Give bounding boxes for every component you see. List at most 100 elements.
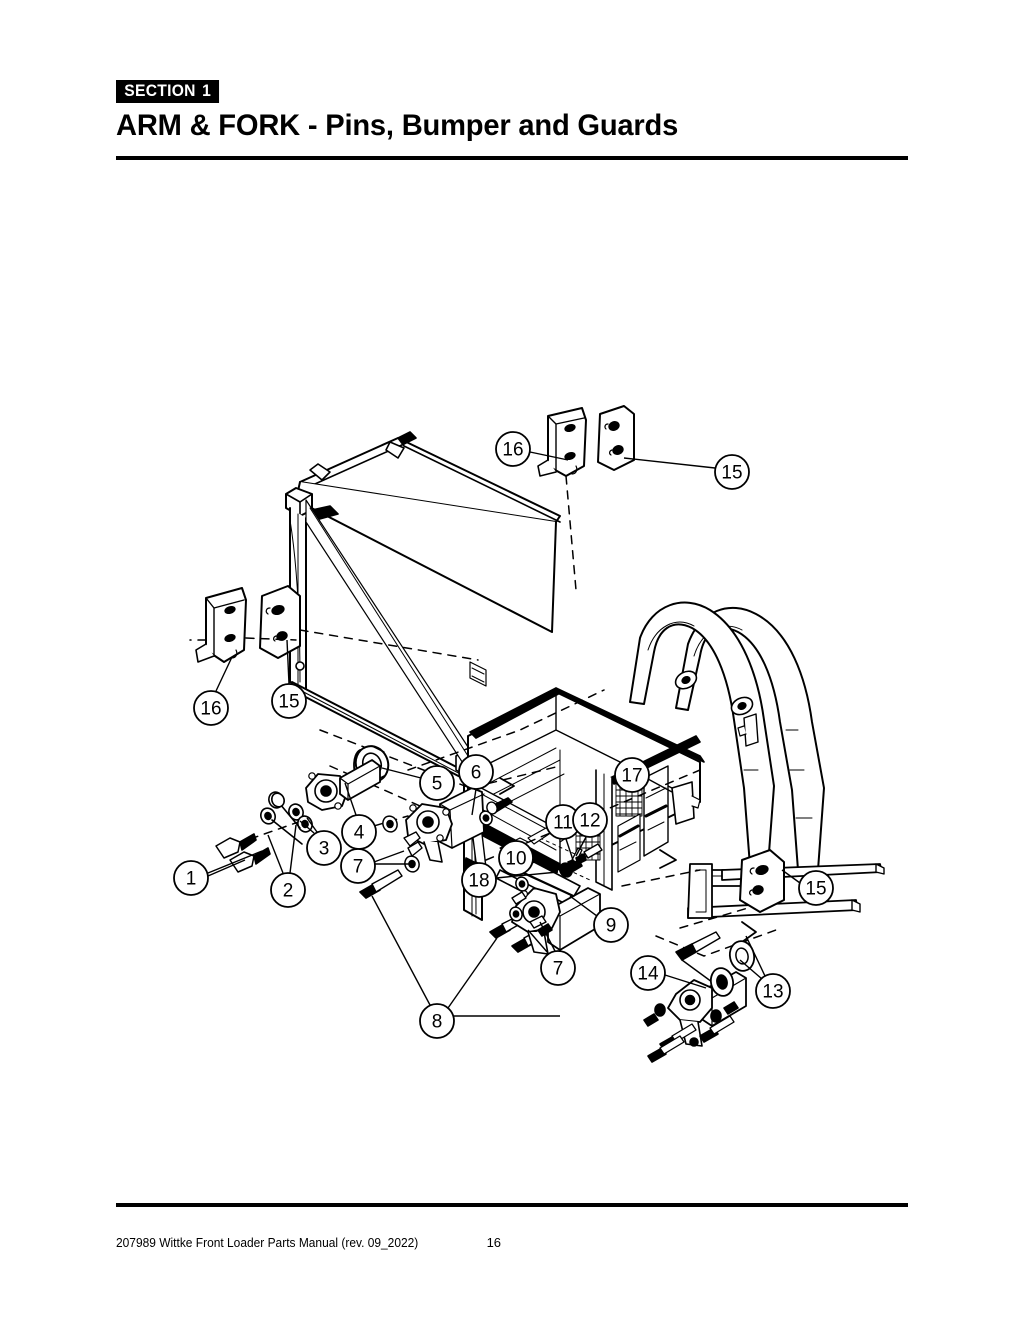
callout-10[interactable]: 10 xyxy=(498,840,534,876)
callout-14[interactable]: 14 xyxy=(630,955,666,991)
callout-number: 9 xyxy=(606,916,617,937)
callout-leader-line xyxy=(647,778,673,793)
callout-3[interactable]: 3 xyxy=(306,830,342,866)
callout-circle xyxy=(495,431,531,467)
callout-number: 15 xyxy=(805,879,826,900)
callout-8[interactable]: 8 xyxy=(419,1003,455,1039)
callout-circle xyxy=(270,872,306,908)
callout-leader-line xyxy=(664,974,707,989)
callout-leader-line xyxy=(381,767,422,779)
callout-circle xyxy=(630,955,666,991)
callout-number: 13 xyxy=(762,982,783,1003)
callout-circle xyxy=(498,840,534,876)
guard-plate-upper-right xyxy=(597,405,635,471)
callout-16[interactable]: 16 xyxy=(495,431,531,467)
assembly-arrow-marks xyxy=(487,777,757,943)
callout-6[interactable]: 6 xyxy=(458,754,494,790)
callout-number: 15 xyxy=(721,463,742,484)
callout-leader-line xyxy=(373,850,405,863)
washer-part-13 xyxy=(709,940,756,997)
callout-number: 10 xyxy=(505,849,526,870)
callout-circle xyxy=(419,1003,455,1039)
callout-circle xyxy=(173,860,209,896)
callout-circle xyxy=(798,870,834,906)
callout-7[interactable]: 7 xyxy=(340,848,376,884)
footer-document-title: 207989 Wittke Front Loader Parts Manual … xyxy=(116,1235,419,1250)
callout-12[interactable]: 12 xyxy=(572,802,608,838)
callout-leader-line xyxy=(447,937,498,1009)
callout-circle xyxy=(419,765,455,801)
body-frame-assembly xyxy=(285,431,705,939)
callout-leader-line xyxy=(623,457,716,469)
callout-circle xyxy=(540,950,576,986)
callout-circle xyxy=(572,802,608,838)
section-label: SECTION xyxy=(124,81,196,100)
callout-leader-line xyxy=(286,639,290,685)
callout-leader-line xyxy=(565,838,576,867)
callout-number: 3 xyxy=(319,839,330,860)
callout-5[interactable]: 5 xyxy=(419,765,455,801)
callout-number: 16 xyxy=(200,699,221,720)
callout-number: 8 xyxy=(432,1012,443,1033)
callout-circle xyxy=(593,907,629,943)
callout-number: 4 xyxy=(354,823,365,844)
callout-circle xyxy=(306,830,342,866)
callout-2[interactable]: 2 xyxy=(270,872,306,908)
callout-number: 12 xyxy=(579,811,600,832)
footer-divider xyxy=(116,1203,908,1207)
callout-leader-line xyxy=(471,788,477,816)
callout-leader-line xyxy=(495,871,559,879)
callout-leader-line xyxy=(207,850,263,874)
callout-number: 6 xyxy=(471,763,482,784)
pin-assembly-part-14 xyxy=(643,931,747,1063)
callout-leader-line xyxy=(745,935,766,977)
callout-1[interactable]: 1 xyxy=(173,860,209,896)
callout-17[interactable]: 17 xyxy=(614,757,650,793)
callout-circle xyxy=(614,757,650,793)
callout-circle xyxy=(461,862,497,898)
callout-15[interactable]: 15 xyxy=(714,454,750,490)
callout-leader-line xyxy=(344,782,357,816)
section-badge: SECTION 1 xyxy=(116,80,220,103)
callout-circle xyxy=(714,454,750,490)
callout-11[interactable]: 11 xyxy=(545,804,581,840)
callout-13[interactable]: 13 xyxy=(755,973,791,1009)
callout-16[interactable]: 16 xyxy=(193,690,229,726)
callout-circle xyxy=(458,754,494,790)
guard-plate-lower-right xyxy=(259,585,301,659)
callout-number: 17 xyxy=(621,766,642,787)
callout-circle xyxy=(271,683,307,719)
callout-15[interactable]: 15 xyxy=(271,683,307,719)
callout-9[interactable]: 9 xyxy=(593,907,629,943)
callout-leader-line xyxy=(207,859,246,877)
fastener-part-1 xyxy=(215,833,271,873)
callout-number: 18 xyxy=(468,871,489,892)
callout-number: 1 xyxy=(186,869,197,890)
callout-leader-line xyxy=(215,656,233,692)
pin-housing-part-9 xyxy=(511,887,601,955)
callout-leader-line xyxy=(739,959,763,980)
link-rod-part-2 xyxy=(260,792,303,845)
callout-circle xyxy=(340,848,376,884)
callout-7[interactable]: 7 xyxy=(540,950,576,986)
callout-leader-line xyxy=(569,895,598,917)
flange-housing-part-4 xyxy=(305,759,381,811)
callout-leader-line xyxy=(299,820,315,834)
callout-circle xyxy=(193,690,229,726)
callout-leader-line xyxy=(267,834,284,874)
callout-number: 11 xyxy=(553,813,573,834)
callout-leader-line xyxy=(529,451,569,461)
page-title: ARM & FORK - Pins, Bumper and Guards xyxy=(116,108,679,142)
callout-leader-line xyxy=(527,929,549,954)
callout-4[interactable]: 4 xyxy=(341,814,377,850)
section-number: 1 xyxy=(202,81,212,100)
page-header: SECTION 1 ARM & FORK - Pins, Bumper and G… xyxy=(116,80,908,143)
page-footer: 207989 Wittke Front Loader Parts Manual … xyxy=(116,1235,908,1250)
callout-number: 16 xyxy=(502,440,523,461)
callout-leader-line xyxy=(371,895,431,1006)
callout-15[interactable]: 15 xyxy=(798,870,834,906)
footer-page-number: 16 xyxy=(486,1235,502,1250)
callout-18[interactable]: 18 xyxy=(461,862,497,898)
